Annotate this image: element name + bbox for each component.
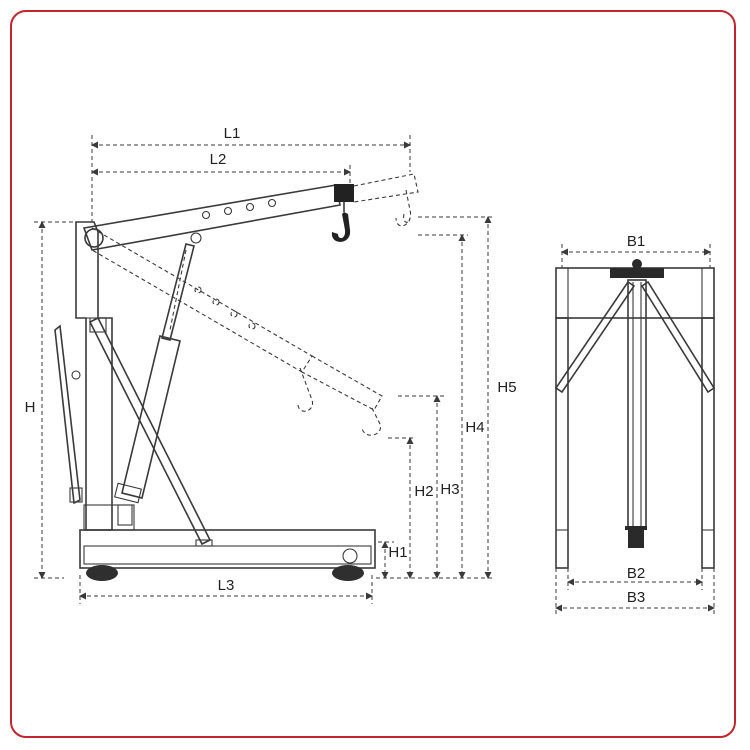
boom-lowered-ghost — [91, 227, 383, 436]
label-B1: B1 — [627, 233, 645, 250]
crane-boom — [82, 184, 354, 251]
hook-icon — [331, 212, 351, 242]
caster-wheel — [628, 528, 644, 548]
diagram-frame — [10, 10, 736, 738]
label-L2: L2 — [210, 151, 227, 168]
right-leg — [701, 317, 715, 569]
label-H3: H3 — [440, 481, 459, 498]
dimension-lines — [34, 135, 494, 604]
label-L1: L1 — [224, 125, 241, 142]
label-H1: H1 — [388, 544, 407, 561]
front-wheel — [86, 565, 118, 581]
label-H5: H5 — [497, 379, 516, 396]
label-L3: L3 — [218, 577, 235, 594]
side-view: L1 L2 L3 H H1 H2 H3 H4 H5 — [25, 125, 517, 604]
brace-strut — [88, 316, 212, 546]
label-B2: B2 — [627, 565, 645, 582]
label-B3: B3 — [627, 589, 645, 606]
pump-handle — [54, 324, 83, 505]
boom-extension-ghost — [353, 173, 419, 227]
crane-base — [79, 529, 376, 581]
rear-wheel — [332, 565, 364, 581]
front-view: B1 B2 B3 — [554, 233, 716, 614]
label-H4: H4 — [465, 419, 484, 436]
left-leg — [555, 317, 569, 569]
label-H2: H2 — [414, 483, 433, 500]
label-H: H — [25, 399, 36, 416]
crane-mast — [75, 221, 135, 531]
hydraulic-cylinder — [113, 243, 195, 504]
